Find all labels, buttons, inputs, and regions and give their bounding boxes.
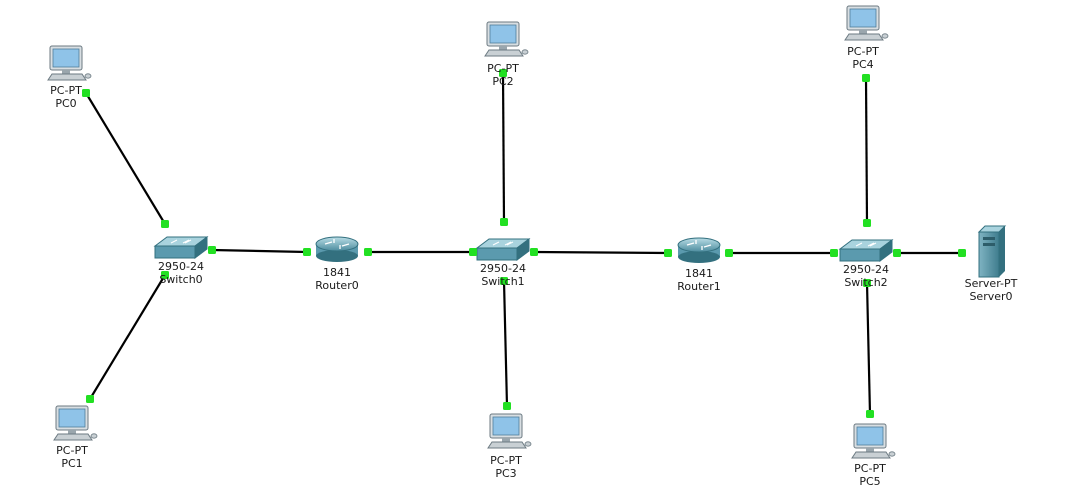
port-indicator: [499, 69, 507, 77]
port-indicator: [863, 279, 871, 287]
port-indicator: [364, 248, 372, 256]
port-indicator: [500, 218, 508, 226]
devices-layer: [47, 5, 1007, 459]
device-name-label: Router0: [315, 279, 358, 292]
labels-layer: PC-PTPC0PC-PTPC1PC-PTPC2PC-PTPC3PC-PTPC4…: [50, 45, 1017, 488]
link-switch1-router1[interactable]: [533, 250, 669, 255]
link-pc4-switch2[interactable]: [864, 77, 869, 224]
link-pc0-switch0[interactable]: [85, 92, 166, 225]
links-layer: [85, 72, 962, 415]
port-indicator: [725, 249, 733, 257]
device-name-label: PC4: [852, 58, 873, 71]
device-name-label: PC1: [61, 457, 82, 470]
pc-icon[interactable]: [487, 413, 532, 449]
device-model-label: 1841: [323, 266, 351, 279]
device-name-label: Switch2: [844, 276, 887, 289]
device-name-label: PC3: [495, 467, 516, 480]
port-indicator: [830, 249, 838, 257]
device-name-label: PC5: [859, 475, 880, 488]
pc-icon[interactable]: [851, 423, 896, 459]
port-indicator: [530, 248, 538, 256]
device-name-label: Switch1: [481, 275, 524, 288]
link-switch0-router0[interactable]: [211, 248, 308, 254]
port-indicator: [161, 271, 169, 279]
device-model-label: PC-PT: [487, 62, 519, 75]
link-pc1-switch0[interactable]: [89, 274, 166, 400]
port-indicator: [893, 249, 901, 257]
device-model-label: 2950-24: [480, 262, 526, 275]
device-name-label: Switch0: [159, 273, 202, 286]
port-indicator: [500, 277, 508, 285]
pc-icon[interactable]: [53, 405, 98, 441]
port-indicator: [958, 249, 966, 257]
device-model-label: PC-PT: [854, 462, 886, 475]
switch-icon[interactable]: [153, 236, 209, 259]
port-indicator: [86, 395, 94, 403]
device-model-label: PC-PT: [56, 444, 88, 457]
port-indicator: [664, 249, 672, 257]
server-icon[interactable]: [977, 225, 1007, 278]
switch-icon[interactable]: [838, 239, 894, 262]
link-pc3-switch1[interactable]: [502, 280, 509, 407]
port-indicator: [161, 220, 169, 228]
device-model-label: 2950-24: [158, 260, 204, 273]
pc-icon[interactable]: [47, 45, 92, 81]
port-indicator: [469, 248, 477, 256]
switch-icon[interactable]: [475, 238, 531, 261]
pc-icon[interactable]: [844, 5, 889, 41]
device-name-label: PC0: [55, 97, 76, 110]
link-pc5-switch2[interactable]: [865, 282, 872, 415]
device-model-label: PC-PT: [490, 454, 522, 467]
ports-layer: [82, 69, 966, 418]
device-model-label: 1841: [685, 267, 713, 280]
router-icon[interactable]: [315, 236, 359, 262]
port-indicator: [82, 89, 90, 97]
link-pc2-switch1[interactable]: [501, 72, 506, 223]
device-name-label: Server0: [969, 290, 1012, 303]
router-icon[interactable]: [677, 237, 721, 263]
port-indicator: [866, 410, 874, 418]
device-model-label: Server-PT: [965, 277, 1018, 290]
port-indicator: [863, 219, 871, 227]
device-model-label: PC-PT: [50, 84, 82, 97]
port-indicator: [303, 248, 311, 256]
device-name-label: PC2: [492, 75, 513, 88]
port-indicator: [503, 402, 511, 410]
pc-icon[interactable]: [484, 21, 529, 57]
device-model-label: PC-PT: [847, 45, 879, 58]
device-name-label: Router1: [677, 280, 720, 293]
port-indicator: [862, 74, 870, 82]
device-model-label: 2950-24: [843, 263, 889, 276]
port-indicator: [208, 246, 216, 254]
